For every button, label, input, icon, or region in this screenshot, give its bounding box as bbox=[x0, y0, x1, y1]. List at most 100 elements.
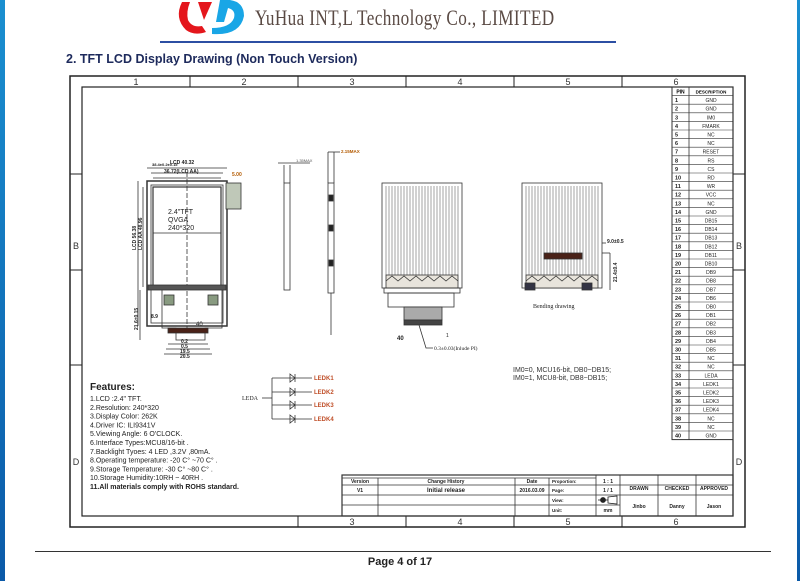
pin-description: DB10 bbox=[705, 262, 718, 268]
tb-role: APPROVED bbox=[700, 486, 728, 492]
tb-role: CHECKED bbox=[665, 486, 690, 492]
tb-name: Jason bbox=[707, 504, 721, 510]
tb-view-label: View: bbox=[552, 498, 564, 503]
pin-row: 5 NC bbox=[672, 129, 733, 139]
front-view bbox=[137, 167, 242, 355]
column-label: 5 bbox=[565, 517, 570, 527]
pin-description: DB15 bbox=[705, 219, 718, 225]
tb-page: 1 / 1 bbox=[603, 488, 613, 494]
pin-description: LEDK2 bbox=[703, 391, 719, 397]
dim-bend-2: 21.4±0.4 bbox=[613, 262, 619, 282]
pin-number: 9 bbox=[675, 167, 678, 173]
tb-header-version: Version bbox=[351, 479, 369, 485]
svg-text:2.4"TFT: 2.4"TFT bbox=[168, 209, 194, 216]
pin-number: 32 bbox=[675, 365, 681, 371]
pin-number: 30 bbox=[675, 348, 681, 354]
tb-unit-label: Unit: bbox=[552, 508, 563, 513]
row-label: B bbox=[73, 241, 79, 251]
column-label: 6 bbox=[673, 77, 678, 87]
pin-description: WR bbox=[707, 184, 716, 190]
pin-description: GND bbox=[705, 107, 717, 113]
pin-number: 21 bbox=[675, 270, 681, 276]
pin-row: 8 RS bbox=[672, 155, 733, 164]
pin-number: 5 bbox=[675, 133, 678, 139]
dim-fpc-w1: 8.9 bbox=[151, 314, 158, 320]
pin-description: NC bbox=[707, 365, 715, 371]
pin-description: DB13 bbox=[705, 236, 718, 242]
mode-note: IM0=0, MCU16-bit, DB0~DB15; bbox=[513, 367, 611, 374]
pin-number: 8 bbox=[675, 158, 678, 164]
pin-description: DB8 bbox=[706, 279, 716, 285]
tb-change: Initial release bbox=[427, 488, 466, 494]
pin-description: LEDK4 bbox=[703, 408, 719, 414]
feature-item: 8.Operating temperature: -20 C° ~70 C° . bbox=[90, 457, 218, 465]
pin-row: 23 DB7 bbox=[672, 284, 733, 293]
row-label: D bbox=[736, 457, 743, 467]
pin-number: 36 bbox=[675, 399, 681, 405]
pin-description: NC bbox=[707, 416, 715, 422]
pin-number: 11 bbox=[675, 184, 681, 190]
feature-item: 11.All materials comply with ROHS standa… bbox=[90, 484, 239, 491]
pin-number: 6 bbox=[675, 141, 678, 147]
pin-number: 4 bbox=[675, 124, 679, 130]
pin-number: 17 bbox=[675, 236, 681, 242]
pin-number: 26 bbox=[675, 313, 681, 319]
pin-number: 24 bbox=[675, 296, 682, 302]
bending-view bbox=[521, 182, 611, 291]
back-pin-40: 40 bbox=[397, 336, 404, 342]
panel-label: 2.4"TFT QVGA 240*320 bbox=[168, 209, 194, 232]
tb-role: DRAWN bbox=[630, 486, 649, 492]
pin-description: GND bbox=[705, 98, 717, 104]
dim-pitch2: 0.5 bbox=[181, 344, 188, 350]
feature-item: 3.Display Color: 262K bbox=[90, 414, 158, 421]
pin-description: FMARK bbox=[702, 124, 720, 130]
pin-number: 1 bbox=[675, 98, 678, 104]
pin-number: 23 bbox=[675, 287, 681, 293]
row-label: B bbox=[736, 241, 742, 251]
header-divider bbox=[160, 41, 616, 43]
pin-description: RS bbox=[708, 158, 716, 164]
pin-number: 25 bbox=[675, 305, 681, 311]
pin-description: DB5 bbox=[706, 348, 716, 354]
feature-item: 6.Interface Types:MCU8/16-bit . bbox=[90, 440, 189, 447]
feature-item: 1.LCD :2.4" TFT. bbox=[90, 396, 142, 403]
pin-row: 6 NC bbox=[672, 138, 733, 147]
column-label: 2 bbox=[241, 77, 246, 87]
pin-number: 14 bbox=[675, 210, 682, 216]
pin-number: 28 bbox=[675, 330, 681, 336]
pin-description: DB7 bbox=[706, 287, 716, 293]
pin-number: 37 bbox=[675, 408, 681, 414]
column-label: 3 bbox=[349, 77, 354, 87]
column-label: 6 bbox=[673, 517, 678, 527]
pin-description: NC bbox=[707, 141, 715, 147]
pin-description: IM0 bbox=[707, 115, 716, 121]
dim-thickness2: 2.15MAX bbox=[341, 149, 360, 154]
svg-text:QVGA: QVGA bbox=[168, 217, 189, 224]
tb-header-date: Date bbox=[527, 479, 538, 485]
pin-description: NC bbox=[707, 133, 715, 139]
back-pin-1: 1 bbox=[446, 333, 449, 339]
tb-page-label: Page: bbox=[552, 488, 565, 493]
ruler-dividers bbox=[70, 76, 745, 527]
pin-number: 7 bbox=[675, 150, 678, 156]
pin-40-label: 40 bbox=[196, 322, 203, 328]
column-label: 5 bbox=[565, 77, 570, 87]
feature-item: 7.Backlight Tyoes: 4 LED ,3.2V ,80mA. bbox=[90, 449, 211, 456]
bending-caption: Bending drawing bbox=[533, 304, 575, 310]
led-anode-label: LEDA bbox=[242, 396, 259, 402]
tb-date: 2016.03.09 bbox=[519, 488, 544, 494]
